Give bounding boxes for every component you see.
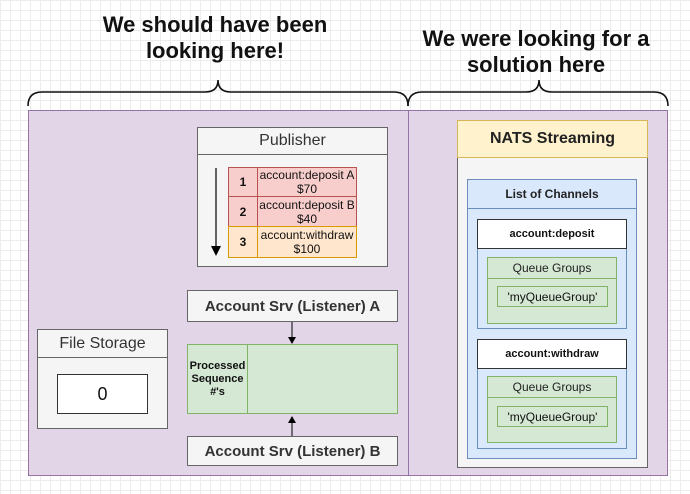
publisher-title: Publisher (197, 128, 388, 155)
channel-withdraw-name: account:withdraw (477, 339, 627, 369)
channel-withdraw-queue-title: Queue Groups (487, 376, 617, 398)
channel-deposit-queue-title: Queue Groups (487, 257, 617, 279)
right-heading-line-2: solution here (466, 52, 606, 77)
right-heading-line-1: We were looking for a (422, 26, 650, 51)
event-3-text: account:withdraw $100 (257, 226, 357, 258)
listener-a-box: Account Srv (Listener) A (187, 290, 398, 322)
event-2-text: account:deposit B $40 (257, 196, 357, 227)
event-1-name: account:deposit A (259, 168, 355, 182)
publisher-order-arrow (211, 168, 221, 256)
left-heading-line-1: We should have been (102, 12, 328, 37)
channel-deposit-name: account:deposit (477, 219, 627, 249)
left-heading: We should have been looking here! (60, 12, 370, 64)
event-2-name: account:deposit B (259, 197, 355, 212)
processed-seq-label: Processed Sequence #'s (187, 344, 248, 414)
event-3-seq: 3 (228, 226, 258, 258)
processed-label-line-3: #'s (210, 385, 225, 398)
channel-deposit-group: 'myQueueGroup' (497, 286, 608, 307)
event-3-amount: $100 (293, 242, 321, 256)
left-brace (27, 79, 409, 107)
channels-list-title: List of Channels (467, 179, 637, 209)
arrow-a-to-processed (288, 322, 296, 344)
event-1-text: account:deposit A $70 (257, 167, 357, 197)
event-2-seq: 2 (228, 196, 258, 227)
processed-label-line-1: Processed (189, 359, 246, 372)
processed-label-line-2: Sequence (191, 372, 244, 385)
right-heading: We were looking for a solution here (400, 26, 672, 78)
file-storage-value: 0 (57, 374, 148, 414)
nats-title: NATS Streaming (457, 120, 648, 158)
event-2-amount: $40 (296, 211, 318, 226)
file-storage-title: File Storage (37, 330, 168, 358)
event-3-name: account:withdraw (260, 228, 354, 242)
brace-graphics (27, 79, 669, 107)
channel-withdraw-group: 'myQueueGroup' (497, 406, 608, 427)
listener-b-box: Account Srv (Listener) B (187, 436, 398, 466)
event-1-seq: 1 (228, 167, 258, 197)
arrow-b-to-processed (288, 416, 296, 438)
left-heading-line-2: looking here! (145, 38, 285, 63)
right-brace (407, 79, 669, 107)
event-1-amount: $70 (296, 182, 318, 196)
